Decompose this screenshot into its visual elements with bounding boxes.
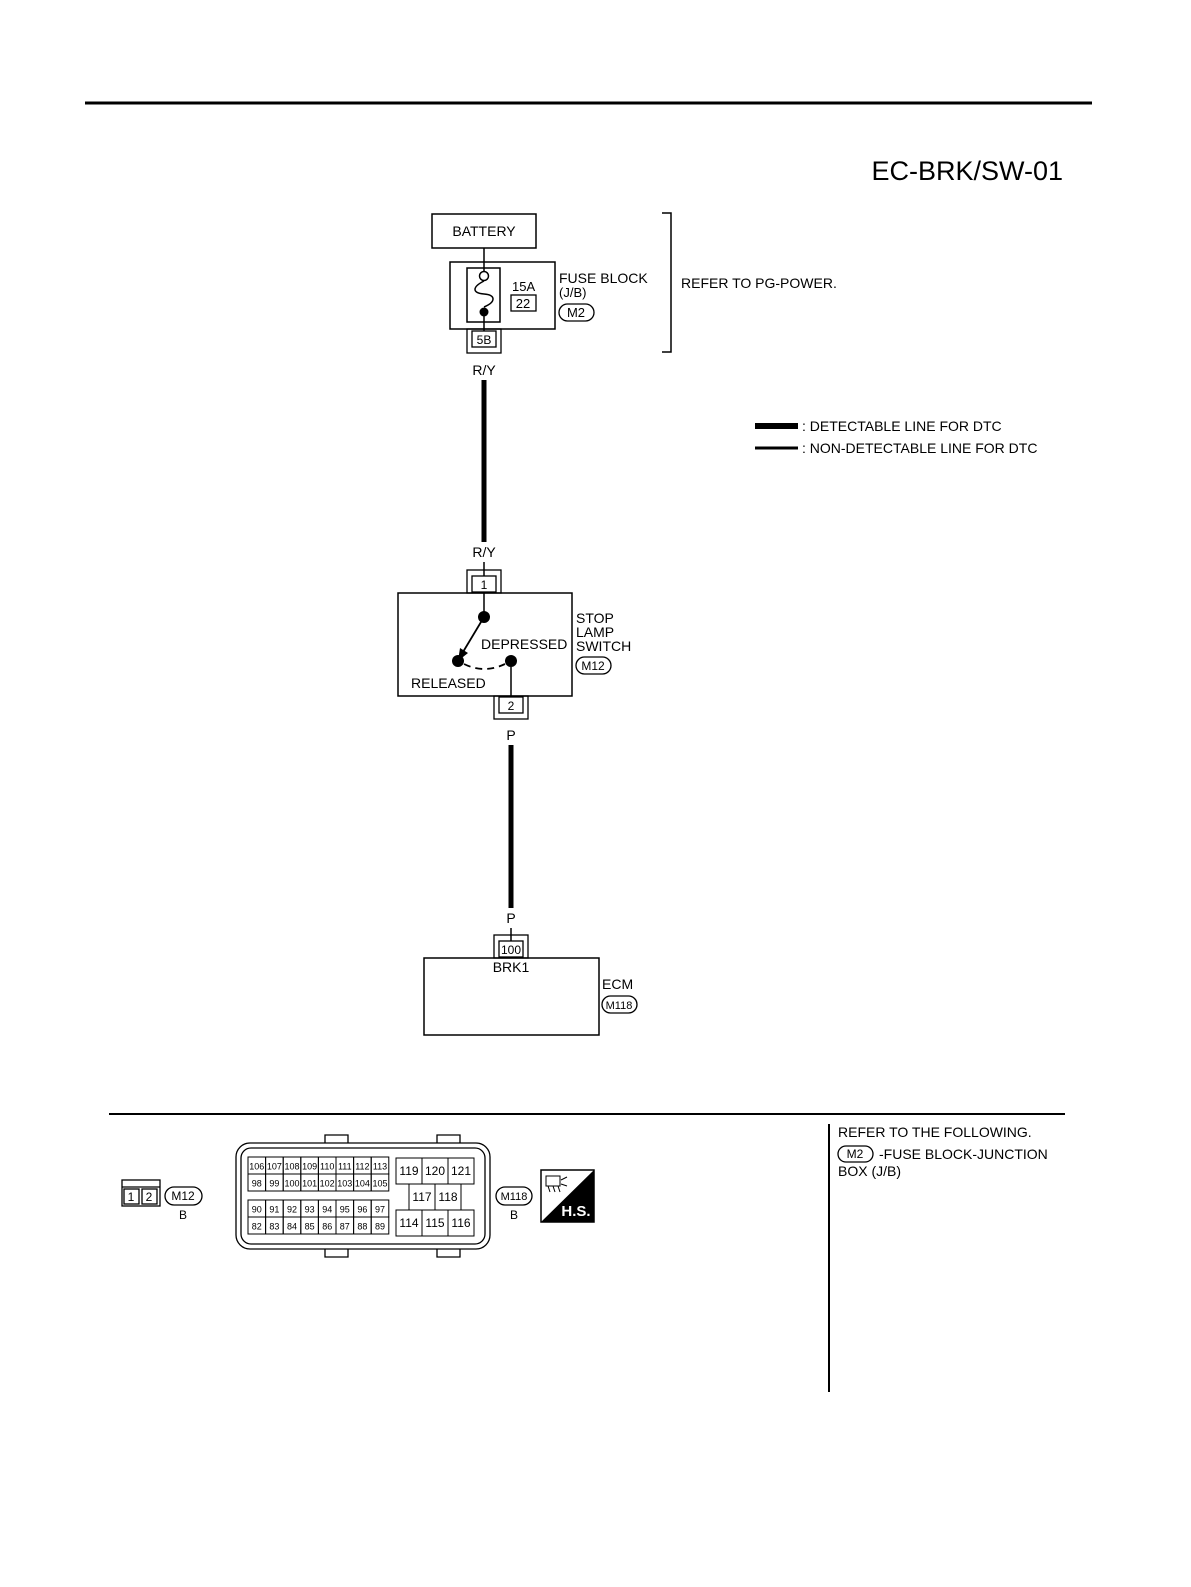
fuse-amperage: 15A — [512, 279, 535, 294]
switch-label-line3: SWITCH — [576, 638, 631, 654]
wire-color-p-bottom: P — [506, 910, 515, 926]
m118-pin-label: 96 — [357, 1205, 367, 1215]
m118-pin-label: 101 — [302, 1179, 317, 1189]
fuse-terminal: 5B — [477, 333, 492, 347]
refer-note: REFER TO PG-POWER. — [681, 275, 837, 291]
m118-pin-cell — [370, 1216, 390, 1235]
m118-pin-label: 106 — [249, 1162, 264, 1172]
m12-connector-color: B — [179, 1208, 187, 1222]
m118-pin-label: 83 — [269, 1222, 279, 1232]
fuse-block-label: FUSE BLOCK — [559, 270, 648, 286]
m118-pin-label: 116 — [451, 1216, 470, 1230]
switch-state-depressed: DEPRESSED — [481, 636, 567, 652]
m118-pin-label: 114 — [399, 1216, 418, 1230]
switch-label-line1: STOP — [576, 610, 614, 626]
battery: BATTERY — [431, 213, 537, 249]
m118-pin-label: 107 — [267, 1162, 282, 1172]
m118-pin-label: 117 — [412, 1190, 431, 1204]
battery-label: BATTERY — [452, 223, 516, 239]
m118-pin-label: 93 — [305, 1205, 315, 1215]
m118-pin-label: 120 — [425, 1164, 445, 1178]
m118-pin-label: 115 — [425, 1216, 444, 1230]
m118-pin-label: 100 — [284, 1179, 299, 1189]
switch-terminal-1: 1 — [481, 578, 488, 592]
m118-pin-label: 104 — [355, 1179, 370, 1189]
refer-following-text-line1: -FUSE BLOCK-JUNCTION — [879, 1146, 1048, 1162]
wire-color-ry-top: R/Y — [472, 362, 496, 378]
m118-pin-cell — [447, 1209, 475, 1237]
m118-pin-label: 88 — [357, 1222, 367, 1232]
refer-following: REFER TO THE FOLLOWING. M2 -FUSE BLOCK-J… — [837, 1124, 1048, 1179]
m118-pin-label: 82 — [252, 1222, 262, 1232]
m118-connector-name: M118 — [501, 1191, 528, 1203]
m118-pin-label: 90 — [252, 1205, 262, 1215]
m118-pin-label: 105 — [372, 1179, 387, 1189]
refer-following-connector: M2 — [847, 1147, 864, 1161]
m12-pin-1: 1 — [128, 1190, 135, 1204]
switch-connector: M12 — [581, 659, 605, 673]
wire-color-ry-bottom: R/Y — [472, 544, 496, 560]
fuse-block-sublabel: (J/B) — [559, 285, 586, 300]
m12-pin-2: 2 — [146, 1190, 153, 1204]
ecm-signal: BRK1 — [493, 959, 530, 975]
legend-detectable-text: : DETECTABLE LINE FOR DTC — [802, 418, 1002, 434]
m118-pin-label: 112 — [355, 1162, 369, 1172]
m118-pin-label: 119 — [399, 1164, 418, 1178]
m118-pin-label: 121 — [451, 1164, 471, 1178]
connector-icon — [545, 1175, 568, 1193]
m118-pin-label: 84 — [287, 1222, 297, 1232]
m118-pin-label: 87 — [340, 1222, 350, 1232]
m118-pin-label: 108 — [284, 1162, 299, 1172]
m118-pin-label: 91 — [269, 1205, 279, 1215]
switch-state-released: RELEASED — [411, 675, 486, 691]
m118-pin-label: 118 — [438, 1190, 457, 1204]
hs-badge: H.S. — [540, 1169, 595, 1223]
m118-pin-label: 113 — [373, 1162, 387, 1172]
m118-pin-label: 99 — [269, 1179, 279, 1189]
legend: : DETECTABLE LINE FOR DTC : NON-DETECTAB… — [755, 418, 1037, 456]
hs-badge-text: H.S. — [561, 1203, 590, 1220]
fuse-number: 22 — [516, 296, 530, 311]
m118-pin-label: 89 — [375, 1222, 385, 1232]
ecm-terminal: 100 — [501, 943, 521, 957]
refer-bracket: REFER TO PG-POWER. — [662, 212, 837, 353]
m118-connector-color: B — [510, 1208, 518, 1222]
m118-pin-label: 94 — [322, 1205, 332, 1215]
refer-following-heading: REFER TO THE FOLLOWING. — [838, 1124, 1032, 1140]
switch-terminal-2: 2 — [508, 699, 515, 713]
m118-pin-label: 95 — [340, 1205, 350, 1215]
connector-m12-view: 1 2 M12 B — [121, 1179, 203, 1222]
fuse-block: 15A 22 5B FUSE BLOCK (J/B) M2 — [449, 261, 648, 354]
m118-pin-label: 92 — [287, 1205, 297, 1215]
m118-pin-label: 97 — [375, 1205, 385, 1215]
m118-pin-label: 98 — [252, 1179, 262, 1189]
ecm: 100 BRK1 ECM M118 — [423, 934, 638, 1036]
stop-lamp-switch: 1 DEPRESSED RELEASED 2 STOP LAMP SWITCH … — [397, 569, 631, 720]
m118-pin-label: 86 — [322, 1222, 332, 1232]
m118-pin-label: 102 — [320, 1179, 335, 1189]
switch-label-line2: LAMP — [576, 624, 614, 640]
wire-color-p-top: P — [506, 727, 515, 743]
diagram-code: EC-BRK/SW-01 — [871, 156, 1063, 186]
m118-pin-label: 109 — [302, 1162, 317, 1172]
m118-pin-label: 103 — [337, 1179, 352, 1189]
legend-non-detectable-text: : NON-DETECTABLE LINE FOR DTC — [802, 440, 1037, 456]
m118-pin-label: 110 — [320, 1162, 334, 1172]
refer-following-text-line2: BOX (J/B) — [838, 1163, 901, 1179]
ecm-connector: M118 — [606, 1000, 633, 1012]
m118-pin-label: 111 — [338, 1162, 352, 1172]
m118-pin-label: 85 — [305, 1222, 315, 1232]
ecm-label: ECM — [602, 976, 633, 992]
m12-connector-name: M12 — [171, 1189, 195, 1203]
fuse-block-connector: M2 — [567, 305, 585, 320]
m118-pin-cell — [370, 1173, 390, 1192]
